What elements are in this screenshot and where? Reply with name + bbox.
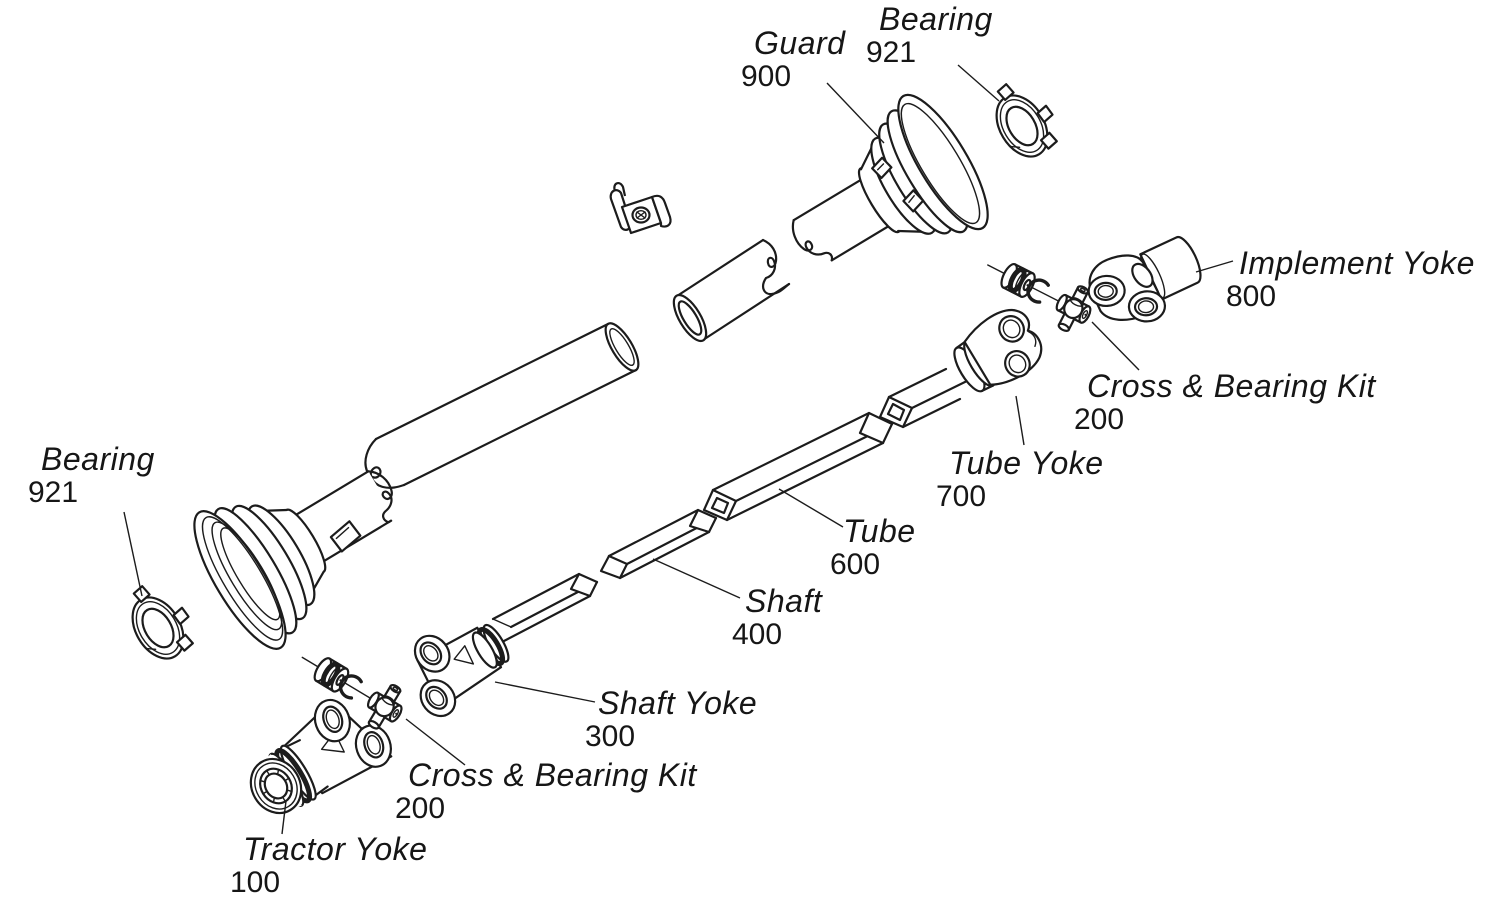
leader-tractor-yoke [281,800,287,835]
label-shaft-yoke-name: Shaft Yoke [598,685,758,721]
label-shaft-number: 400 [732,618,783,651]
label-cross-bearing-lower: Cross & Bearing Kit 200 [395,758,697,824]
label-cross-bearing-upper: Cross & Bearing Kit 200 [1074,369,1376,435]
guard-tube-short [672,238,791,343]
label-tube: Tube 600 [830,514,916,580]
label-bearing-left: Bearing 921 [28,442,155,508]
leader-cross-bearing-upper [1091,321,1140,371]
part-tube-seg2 [878,367,971,429]
label-bearing-top-name: Bearing [879,1,993,37]
guard-bell-right [791,93,989,267]
label-shaft-yoke: Shaft Yoke 300 [585,686,757,752]
part-tractor-yoke [249,698,393,815]
label-cross-bearing-lower-number: 200 [395,792,446,825]
label-shaft-name: Shaft [745,583,823,619]
label-tube-name: Tube [843,513,916,549]
shaft-yoke-bar [485,572,599,643]
guard-bell-left [193,470,397,650]
label-implement-yoke-name: Implement Yoke [1239,245,1475,281]
label-cross-bearing-lower-name: Cross & Bearing Kit [408,757,697,793]
label-guard-name: Guard [754,25,846,61]
guard-latch-clip [609,181,672,235]
part-tube-seg1 [702,411,894,522]
leader-bearing-top [957,64,1000,102]
label-bearing-left-number: 921 [28,476,79,509]
leader-guard [826,82,885,144]
leader-implement-yoke [1195,260,1234,273]
label-bearing-top: Bearing 921 [866,2,993,68]
part-tube-yoke [953,308,1043,393]
leader-shaft [652,558,741,599]
label-cross-bearing-upper-name: Cross & Bearing Kit [1087,368,1376,404]
bearing-ring-right [979,70,1068,167]
label-implement-yoke: Implement Yoke 800 [1226,246,1475,312]
part-implement-yoke [1087,235,1202,323]
part-shaft-yoke [413,623,510,718]
label-tube-yoke-name: Tube Yoke [949,445,1104,481]
label-guard-number: 900 [741,60,792,93]
leader-tube [778,488,844,528]
label-shaft-yoke-number: 300 [585,720,636,753]
leader-bearing-left [123,511,143,597]
bearing-ring-left [115,572,204,669]
label-cross-bearing-upper-number: 200 [1074,403,1125,436]
label-bearing-left-name: Bearing [41,441,155,477]
label-tractor-yoke-name: Tractor Yoke [243,831,428,867]
leader-shaft-yoke [494,681,596,703]
label-tractor-yoke-number: 100 [230,866,281,899]
label-shaft: Shaft 400 [732,584,822,650]
label-tube-number: 600 [830,548,881,581]
label-tractor-yoke: Tractor Yoke 100 [230,832,427,898]
label-implement-yoke-number: 800 [1226,280,1277,313]
leader-cross-bearing-lower [405,718,466,766]
leader-lines [123,64,1234,835]
label-guard: Guard 900 [741,26,845,92]
leader-tube-yoke [1015,395,1025,446]
part-shaft [599,508,718,580]
label-tube-yoke: Tube Yoke 700 [936,446,1104,512]
guard-tube-middle [364,322,640,489]
label-tube-yoke-number: 700 [936,480,987,513]
label-bearing-top-number: 921 [866,36,917,69]
